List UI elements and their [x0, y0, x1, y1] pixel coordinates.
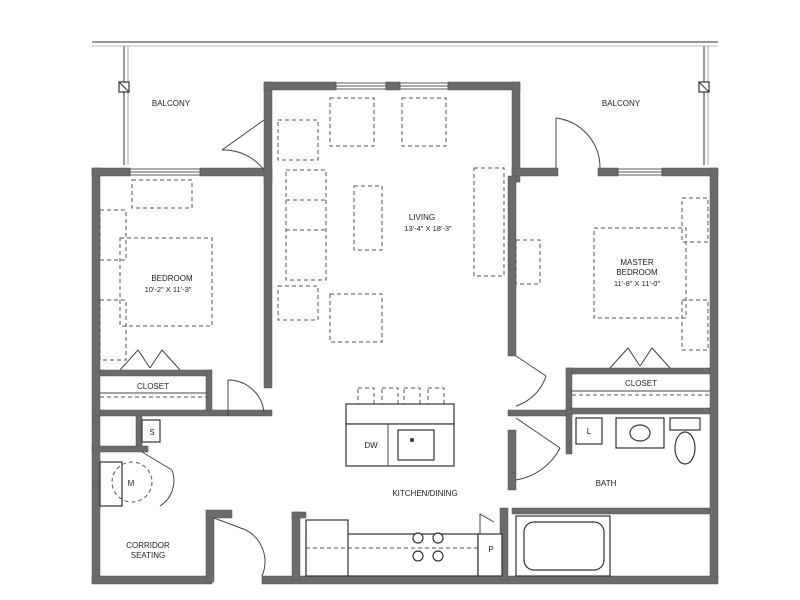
cooktop	[412, 532, 444, 562]
doors	[119, 117, 671, 577]
label-master-1: MASTER	[620, 258, 654, 267]
label-balcony-left: BALCONY	[152, 99, 191, 108]
label-laundry: L	[587, 427, 592, 436]
label-mech: M	[128, 479, 135, 488]
kitchen-fixtures	[305, 387, 503, 577]
label-living: LIVING	[409, 213, 435, 222]
label-balcony-right: BALCONY	[602, 99, 641, 108]
label-living-dims: 13'-4" X 18'-3"	[404, 224, 452, 233]
closet-rods	[100, 390, 710, 398]
label-bedroom: BEDROOM	[151, 274, 193, 283]
label-closet-right: CLOSET	[625, 379, 657, 388]
windows	[129, 82, 663, 176]
label-dishwasher: DW	[364, 441, 378, 450]
label-master-dims: 11'-8" X 11'-0"	[614, 279, 661, 288]
utility-fixtures	[99, 419, 161, 507]
label-corridor-2: SEATING	[131, 551, 166, 560]
label-kitchen: KITCHEN/DINING	[392, 489, 457, 498]
label-bedroom-dims: 10'-2" X 11'-3"	[145, 285, 192, 294]
furniture	[99, 97, 709, 361]
label-bath: BATH	[596, 479, 617, 488]
balcony-railing	[92, 41, 718, 165]
kitchen-sink	[397, 429, 435, 461]
walls	[91, 81, 719, 585]
label-closet-left: CLOSET	[137, 382, 169, 391]
label-corridor-1: CORRIDOR	[126, 541, 170, 550]
bath-fixtures	[515, 417, 701, 577]
label-pantry: P	[488, 545, 493, 554]
label-master-2: BEDROOM	[616, 268, 658, 277]
label-storage: S	[149, 428, 154, 437]
